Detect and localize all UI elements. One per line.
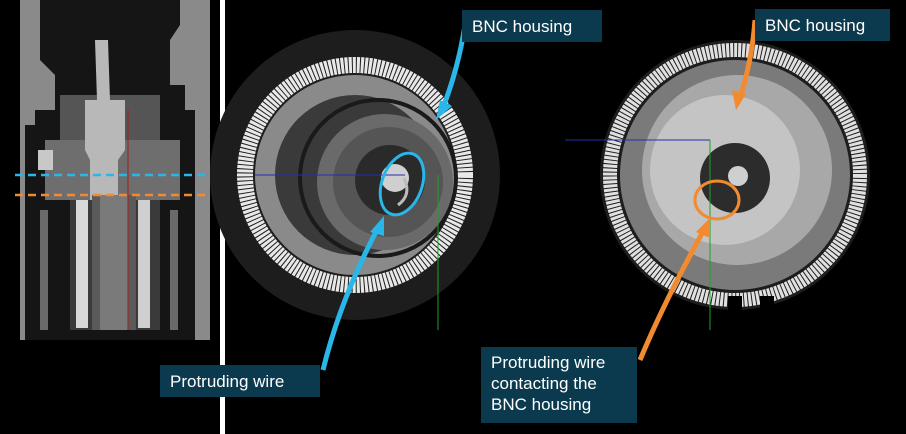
bnc-housing-label-right: BNC housing: [755, 9, 890, 41]
protruding-wire-label-left: Protruding wire: [160, 365, 320, 397]
cross-section-cyan: [210, 30, 500, 330]
bnc-housing-label-left: BNC housing: [462, 10, 602, 42]
cross-section-orange: [565, 40, 870, 336]
side-view-panel: [0, 0, 220, 434]
protruding-wire-label-right: Protruding wire contacting the BNC housi…: [481, 347, 637, 423]
